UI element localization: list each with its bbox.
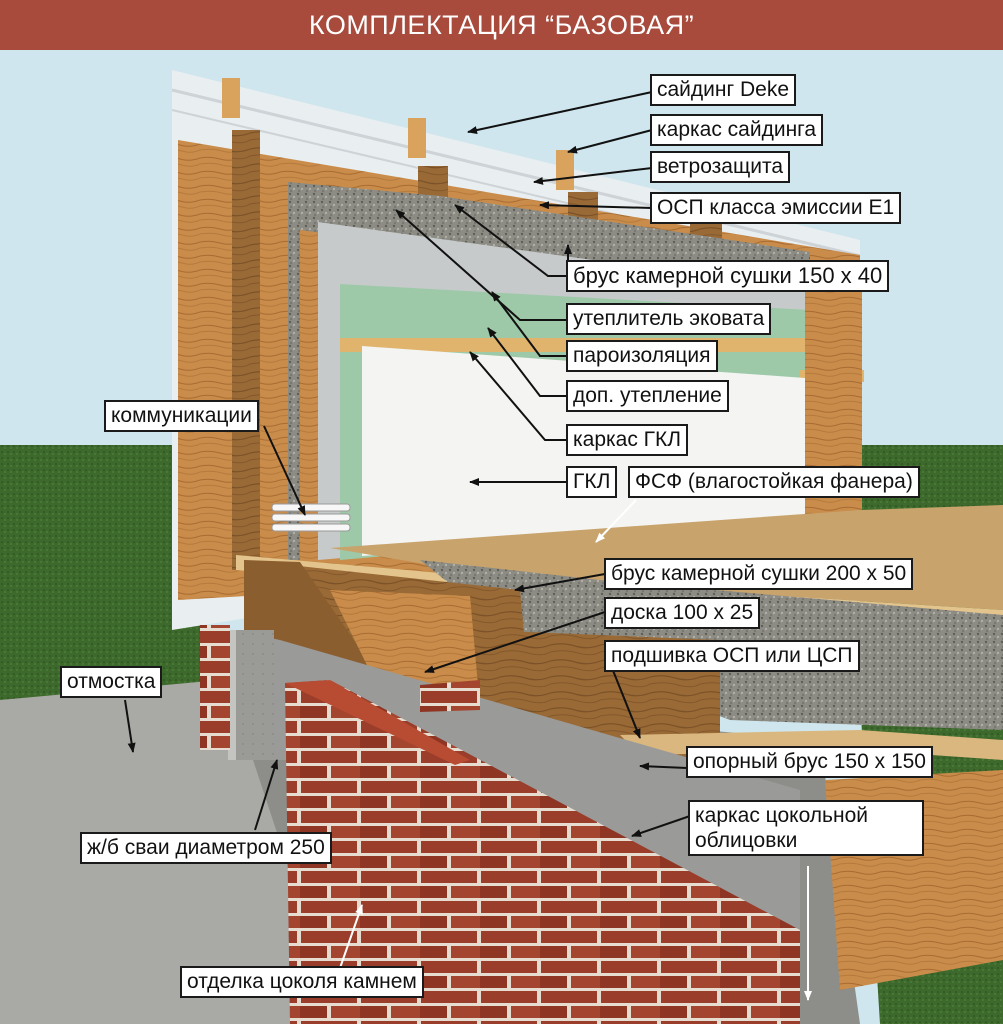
siding-batten: [222, 78, 240, 118]
brick-plinth-wall: [285, 680, 800, 1024]
label-drywall-frame: каркас ГКЛ: [566, 424, 689, 456]
label-piles: ж/б сваи диаметром 250: [80, 832, 332, 864]
label-plinth-frame: каркас цокольной облицовки: [688, 800, 924, 856]
communication-pipes: [271, 503, 351, 532]
grass-left: [0, 445, 200, 700]
label-plinth-frame-line2: облицовки: [695, 829, 798, 852]
siding-batten: [408, 118, 426, 158]
brick-plinth-left: [200, 625, 230, 750]
label-board-100x25: доска 100 х 25: [604, 597, 761, 629]
label-plywood: ФСФ (влагостойкая фанера): [628, 466, 920, 498]
label-wind-barrier: ветрозащита: [650, 151, 791, 183]
label-plinth-stone: отделка цоколя камнем: [180, 966, 424, 998]
label-beam-150x40: брус камерной сушки 150 х 40: [566, 260, 890, 292]
label-beam-200x50: брус камерной сушки 200 х 50: [604, 558, 914, 590]
brick-plinth-back: [420, 680, 480, 712]
stud: [232, 130, 260, 570]
label-vapor-barrier: пароизоляция: [566, 340, 718, 372]
header-banner: КОМПЛЕКТАЦИЯ “БАЗОВАЯ”: [0, 0, 1003, 50]
label-blind-area: отмостка: [60, 666, 163, 698]
label-osb-lining: подшивка ОСП или ЦСП: [604, 640, 860, 672]
joist-front: [330, 590, 480, 712]
leader-arrows: [124, 91, 691, 837]
siding-batten: [556, 150, 574, 190]
label-siding-frame: каркас сайдинга: [650, 114, 824, 146]
brick-plinth-top: [285, 680, 470, 765]
wall-right-edge: [805, 280, 862, 520]
label-drywall: ГКЛ: [566, 466, 618, 498]
label-osb: ОСП класса эмиссии Е1: [650, 192, 902, 224]
page-title: КОМПЛЕКТАЦИЯ “БАЗОВАЯ”: [308, 10, 695, 40]
label-plinth-frame-line1: каркас цокольной: [695, 804, 868, 827]
label-support-beam: опорный брус 150 х 150: [686, 746, 933, 778]
label-extra-insulation: доп. утепление: [566, 380, 729, 412]
leader-arrows-white: [339, 499, 812, 1001]
label-communications: коммуникации: [104, 400, 259, 432]
label-siding: сайдинг Deke: [650, 74, 797, 106]
label-ecowool: утеплитель эковата: [566, 303, 772, 335]
